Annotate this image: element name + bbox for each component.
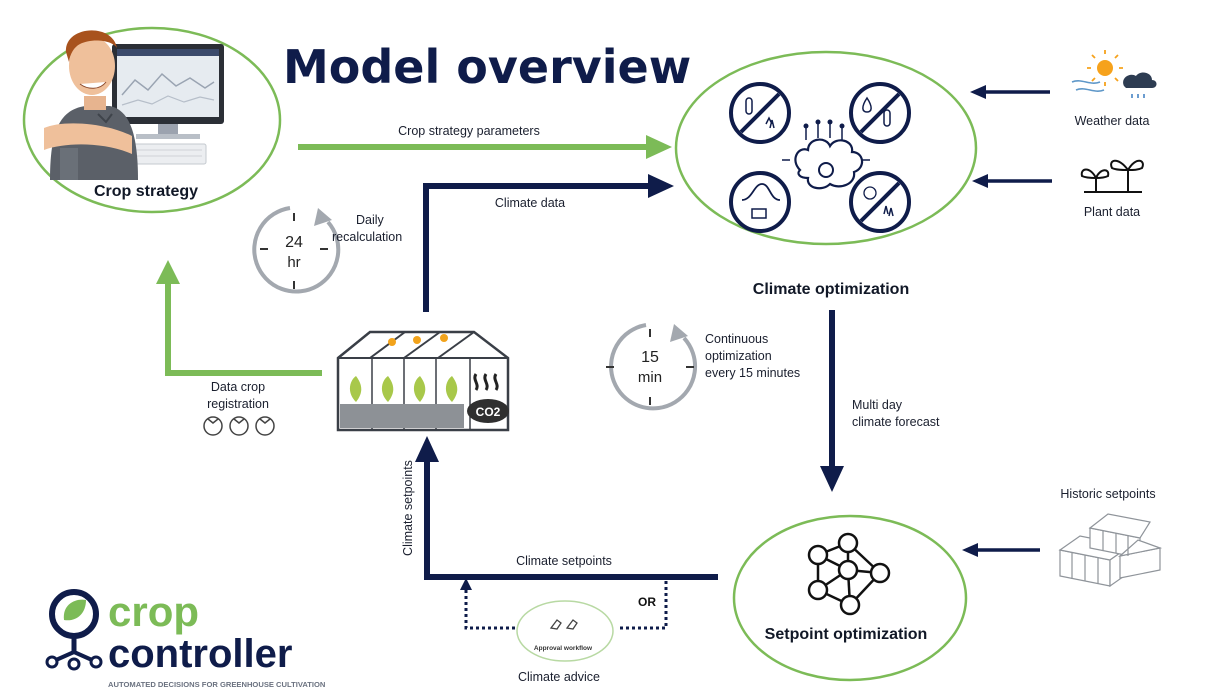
tomato-icons [203, 416, 275, 436]
climate-data-arrow [423, 174, 674, 312]
or-label: OR [638, 595, 656, 609]
crop-strategy-ring [22, 26, 282, 214]
daily-timer-icon: 24 hr [252, 206, 341, 294]
daily-caption-2: recalculation [332, 230, 402, 244]
computer-monitor-icon [112, 44, 224, 165]
climate-setpoints-label-h: Climate setpoints [516, 554, 612, 568]
climate-setpoints-arrow [415, 436, 718, 580]
grow-lights [388, 334, 448, 346]
approval-workflow-badge: Approval workflow [516, 600, 614, 662]
continuous-timer-icon: 15 min [606, 323, 698, 411]
weather-input-arrow [970, 85, 1050, 99]
climate-optimization-node: Climate optimization [674, 50, 978, 298]
logo-tagline: AUTOMATED DECISIONS FOR GREENHOUSE CULTI… [108, 680, 325, 689]
logo-word-crop: crop [108, 588, 199, 635]
plant-data-label: Plant data [1084, 205, 1140, 219]
co2-crop-icon [849, 171, 911, 233]
crop-strategy-parameters-label: Crop strategy parameters [398, 124, 540, 138]
crop-controller-logo: crop controller AUTOMATED DECISIONS FOR … [45, 588, 325, 689]
multi-day-label-1: Multi day [852, 398, 903, 412]
logo-mark-icon [45, 589, 103, 671]
continuous-timer-unit: min [638, 369, 662, 386]
plant-icon [1080, 159, 1144, 193]
weather-icon [1071, 50, 1157, 98]
climate-data-label: Climate data [495, 196, 565, 210]
plant-leaves [349, 376, 458, 402]
approval-workflow-label: Approval workflow [534, 645, 593, 652]
climate-advice-label: Climate advice [518, 670, 600, 684]
temperature-crop-icon [729, 82, 791, 144]
historic-input-arrow [962, 543, 1040, 557]
data-crop-label-1: Data crop [211, 380, 265, 394]
setpoint-optimization-label: Setpoint optimization [765, 626, 928, 643]
setpoint-optimization-node: Setpoint optimization [732, 514, 968, 682]
crop-strategy-node: Crop strategy [22, 26, 282, 214]
page-title: Model overview [283, 40, 691, 94]
plant-input-arrow [972, 174, 1052, 188]
climate-optimization-ring [674, 50, 978, 246]
daily-caption-1: Daily [356, 213, 385, 227]
crop-strategy-label: Crop strategy [94, 183, 198, 200]
continuous-caption-2: optimization [705, 349, 772, 363]
radiation-curve-icon [729, 171, 791, 233]
setpoint-optimization-ring [732, 514, 968, 682]
co2-badge: CO2 [476, 405, 501, 419]
multi-day-label-2: climate forecast [852, 415, 940, 429]
logo-word-controller: controller [108, 632, 292, 676]
historic-greenhouses-icon [1058, 513, 1163, 588]
data-crop-label-2: registration [207, 397, 269, 411]
daily-timer-unit: hr [287, 254, 300, 271]
neural-network-icon [807, 532, 891, 616]
climate-setpoints-label-v: Climate setpoints [401, 460, 415, 556]
crop-strategy-parameters-arrow [298, 135, 672, 159]
continuous-caption-1: Continuous [705, 332, 768, 346]
greenhouse-icon: CO2 [336, 330, 510, 432]
daily-timer-value: 24 [285, 234, 303, 251]
continuous-caption-3: every 15 minutes [705, 366, 800, 380]
data-crop-registration-arrow [156, 260, 322, 376]
continuous-timer-value: 15 [641, 349, 659, 366]
ai-brain-icon [782, 119, 870, 190]
weather-data-label: Weather data [1075, 114, 1150, 128]
humidity-icon [849, 82, 911, 144]
person-avatar-icon [44, 30, 138, 180]
approval-dotted-path [460, 578, 668, 630]
climate-optimization-label: Climate optimization [753, 281, 909, 298]
historic-setpoints-label: Historic setpoints [1060, 487, 1155, 501]
multi-day-forecast-arrow [820, 310, 844, 492]
